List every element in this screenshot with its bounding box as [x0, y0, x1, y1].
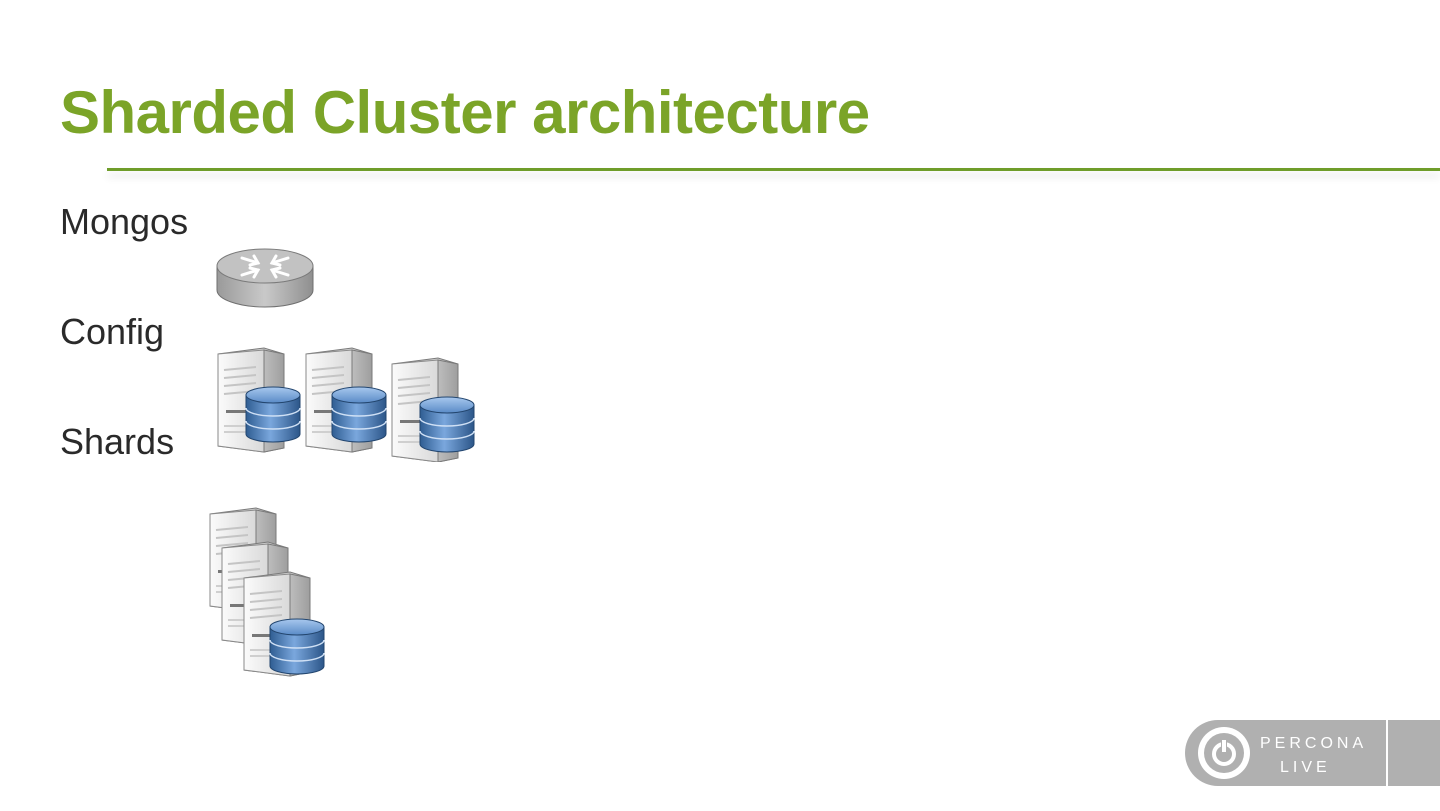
- router-icon: [216, 248, 314, 308]
- percona-live-logo: PERCONA LIVE: [1185, 720, 1440, 786]
- config-servers-icon: [217, 347, 475, 462]
- logo-line-2: LIVE: [1280, 759, 1331, 776]
- config-server-2: [305, 347, 387, 453]
- shard-stack-icon: [209, 507, 325, 677]
- title-divider: [107, 168, 1440, 171]
- slide-title: Sharded Cluster architecture: [60, 79, 870, 146]
- config-label: Config: [60, 311, 165, 352]
- config-server-1: [217, 347, 301, 453]
- mongos-label: Mongos: [60, 201, 189, 242]
- config-server-3: [391, 357, 475, 462]
- logo-line-1: PERCONA: [1260, 735, 1367, 752]
- shards-label: Shards: [60, 421, 175, 462]
